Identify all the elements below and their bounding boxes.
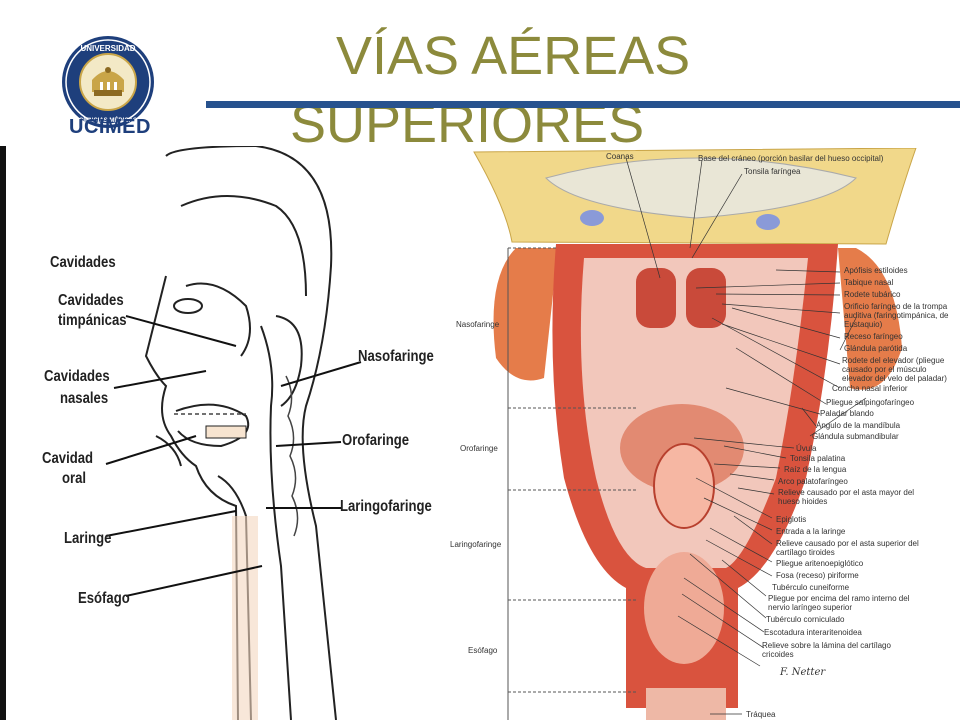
label-uvula: Úvula [796,444,817,453]
label-tuberculo-cuneiforme: Tubérculo cuneiforme [772,583,850,592]
pharynx-posterior-illustration: Coanas Base del cráneo (porción basilar … [446,148,960,720]
label-nasofaringe-region: Nasofaringe [456,320,500,329]
label-cavidades-timpanicas-2: timpánicas [58,312,127,329]
label-laringofaringe: Laringofaringe [340,498,432,515]
label-orificio-faringeo: Orificio faríngeo de la trompa auditiva … [844,302,949,329]
head-outline-drawing [105,146,362,720]
label-fosa-piriforme: Fosa (receso) piriforme [776,571,859,580]
label-cavidades-nasales-2: nasales [60,390,109,407]
label-pliegue-ramo-interno: Pliegue por encima del ramo interno del … [768,594,910,612]
label-tabique-nasal: Tabique nasal [844,278,894,287]
label-cavidad-oral-1: Cavidad [42,450,94,467]
label-traquea: Tráquea [746,710,776,719]
title-underline-rule [206,101,960,108]
label-rodete-tubarico: Rodete tubárico [844,290,901,299]
ucimed-seal-logo: UNIVERSIDAD CIENCIAS MÉDICAS [62,36,154,128]
label-nasofaringe: Nasofaringe [358,348,434,365]
label-pliegue-salpingofaringeo: Pliegue salpingofaríngeo [826,398,915,407]
label-concha-nasal-inferior: Concha nasal inferior [832,384,908,393]
label-entrada-laringe: Entrada a la laringe [776,527,846,536]
label-cavidad-oral-2: oral [62,470,87,487]
head-sagittal-diagram: Cavidades Cavidades timpánicas Cavidades… [0,146,434,720]
logo-wordmark: UCIMED [69,116,151,138]
pharynx-drawing [473,148,917,720]
svg-text:UNIVERSIDAD: UNIVERSIDAD [80,44,135,53]
page-title: VÍAS AÉREAS SUPERIORES [290,22,910,158]
label-rodete-elevador: Rodete del elevador (pliegue causado por… [842,356,947,383]
label-laringe: Laringe [64,530,112,547]
svg-text:CIENCIAS MÉDICAS: CIENCIAS MÉDICAS [79,116,137,124]
label-escotadura-interaritenoidea: Escotadura interaritenoidea [764,628,862,637]
label-orofaringe: Orofaringe [342,432,410,449]
label-laringofaringe-region: Laringofaringe [450,540,502,549]
label-angulo-mandibula: Ángulo de la mandíbula [816,421,901,430]
label-coanas: Coanas [606,152,634,161]
label-glandula-parotida: Glándula parótida [844,344,908,353]
label-relieve-cricoides: Relieve sobre la lámina del cartílago cr… [762,641,891,659]
illustrator-signature: F. Netter [780,667,826,678]
label-arco-palatofaringeo: Arco palatofaríngeo [778,477,848,486]
label-epiglotis: Epiglotis [776,515,807,524]
label-tonsila-palatina: Tonsila palatina [790,454,846,463]
label-cavidades-nasales-1: Cavidades [44,368,110,385]
label-esofago-region: Esófago [468,646,498,655]
label-tuberculo-corniculado: Tubérculo corniculado [766,615,845,624]
label-base-craneo: Base del cráneo (porción basilar del hue… [698,154,884,163]
label-orofaringe-region: Orofaringe [460,444,498,453]
label-pliegue-aritenoepiglotico: Pliegue aritenoepiglótico [776,559,864,568]
label-glandula-submandibular: Glándula submandibular [812,432,899,441]
label-tonsila-faringea: Tonsila faríngea [744,167,801,176]
label-esofago: Esófago [78,590,130,607]
label-relieve-asta-mayor: Relieve causado por el asta mayor del hu… [778,488,915,506]
label-receso-faringeo: Receso faríngeo [844,332,903,341]
label-raiz-lengua: Raíz de la lengua [784,465,847,474]
label-apofisis-estiloides: Apófisis estiloides [844,266,908,275]
title-line-1: VÍAS AÉREAS [336,26,691,86]
label-cavidades-timpanicas-1: Cavidades [58,292,124,309]
label-cavidades: Cavidades [50,254,116,271]
label-relieve-asta-superior: Relieve causado por el asta superior del… [776,539,919,557]
label-paladar-blando: Paladar blando [820,409,874,418]
